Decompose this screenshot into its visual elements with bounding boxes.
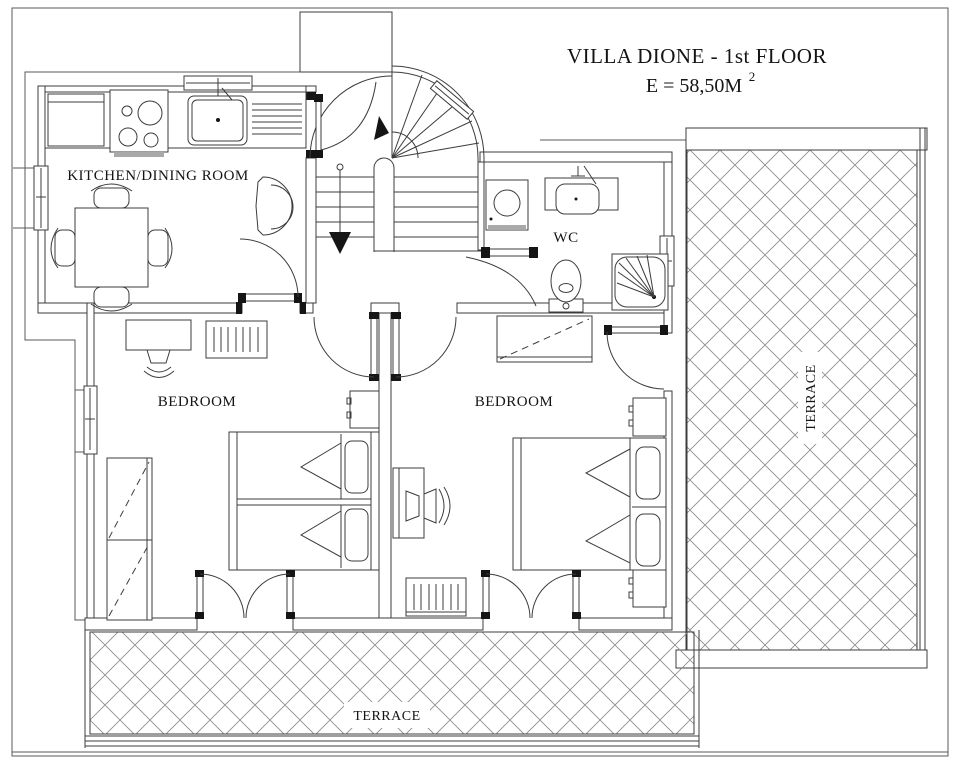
bedroom-left: BEDROOM	[106, 312, 380, 621]
stair-fan-treads	[391, 74, 480, 159]
dining-chair	[90, 286, 133, 312]
nightstand	[346, 390, 380, 429]
stair-landing-box	[299, 11, 393, 73]
stair-door	[314, 81, 377, 158]
kitchen-sink	[187, 87, 302, 146]
bedroom-left-window	[83, 385, 98, 455]
french-door-left	[195, 570, 295, 619]
desk-chair	[423, 488, 437, 524]
wardrobe-right	[496, 315, 593, 363]
windows	[33, 75, 675, 455]
kitchen-window-left	[33, 165, 49, 231]
washing-machine	[485, 179, 529, 231]
terrace-door	[604, 325, 668, 390]
monitor	[146, 349, 171, 364]
bedroom-left-label: BEDROOM	[158, 394, 237, 410]
bedroom-right-label: BEDROOM	[475, 394, 554, 410]
bedroom-right: BEDROOM	[391, 312, 668, 619]
desk-chair	[143, 366, 175, 378]
dining-table	[74, 207, 149, 288]
wc-door	[465, 247, 538, 307]
twin-beds	[228, 431, 380, 571]
wc-room: WC	[465, 165, 669, 313]
plan-title: VILLA DIONE - 1st FLOOR	[567, 44, 827, 68]
pillow	[344, 508, 369, 562]
wardrobe-left	[106, 457, 153, 621]
pillow	[635, 513, 661, 567]
kitchen-window-top	[183, 75, 253, 91]
pillow	[344, 440, 369, 494]
shower	[611, 253, 669, 311]
armchair	[255, 176, 294, 236]
stair-direction-arrow	[329, 116, 389, 254]
dining-chair	[147, 227, 173, 269]
dining-chair	[50, 227, 76, 269]
plan-area: E = 58,50M	[646, 75, 742, 97]
nightstand	[628, 397, 667, 437]
desk-left	[125, 319, 192, 378]
fridge	[47, 93, 105, 147]
stair-straight-treads	[316, 176, 484, 252]
toilet	[548, 259, 584, 313]
kitchen-counter	[44, 91, 307, 149]
dining-chair	[90, 183, 133, 209]
stove	[109, 89, 169, 157]
terrace-right: TERRACE	[675, 127, 928, 669]
desk-right	[392, 467, 451, 539]
monitor	[405, 490, 420, 522]
kitchen-label: KITCHEN/DINING ROOM	[67, 168, 249, 184]
title-block: VILLA DIONE - 1st FLOOR E = 58,50M 2	[567, 44, 827, 97]
stair-window	[429, 80, 475, 120]
pillow	[635, 446, 661, 500]
terrace-right-label: TERRACE	[804, 364, 819, 431]
bedroom-right-door	[391, 312, 457, 381]
eave-outline	[13, 71, 686, 621]
kitchen-door	[236, 238, 306, 314]
double-bed	[512, 437, 667, 571]
french-door-right	[481, 570, 581, 619]
nightstand	[628, 569, 667, 608]
wc-vanity-sink	[544, 165, 619, 215]
staircase	[299, 11, 485, 254]
radiator-top	[205, 320, 268, 359]
kitchen-dining-room: KITCHEN/DINING ROOM	[44, 87, 307, 314]
stair-newel	[373, 157, 395, 252]
terrace-bottom-label: TERRACE	[353, 709, 420, 724]
radiator-bottom	[405, 577, 467, 617]
bedroom-left-door	[313, 312, 379, 381]
plan-area-superscript: 2	[749, 69, 756, 84]
terrace-bottom: TERRACE	[84, 630, 700, 748]
wc-label: WC	[553, 230, 578, 246]
drawing-frame	[11, 7, 949, 757]
